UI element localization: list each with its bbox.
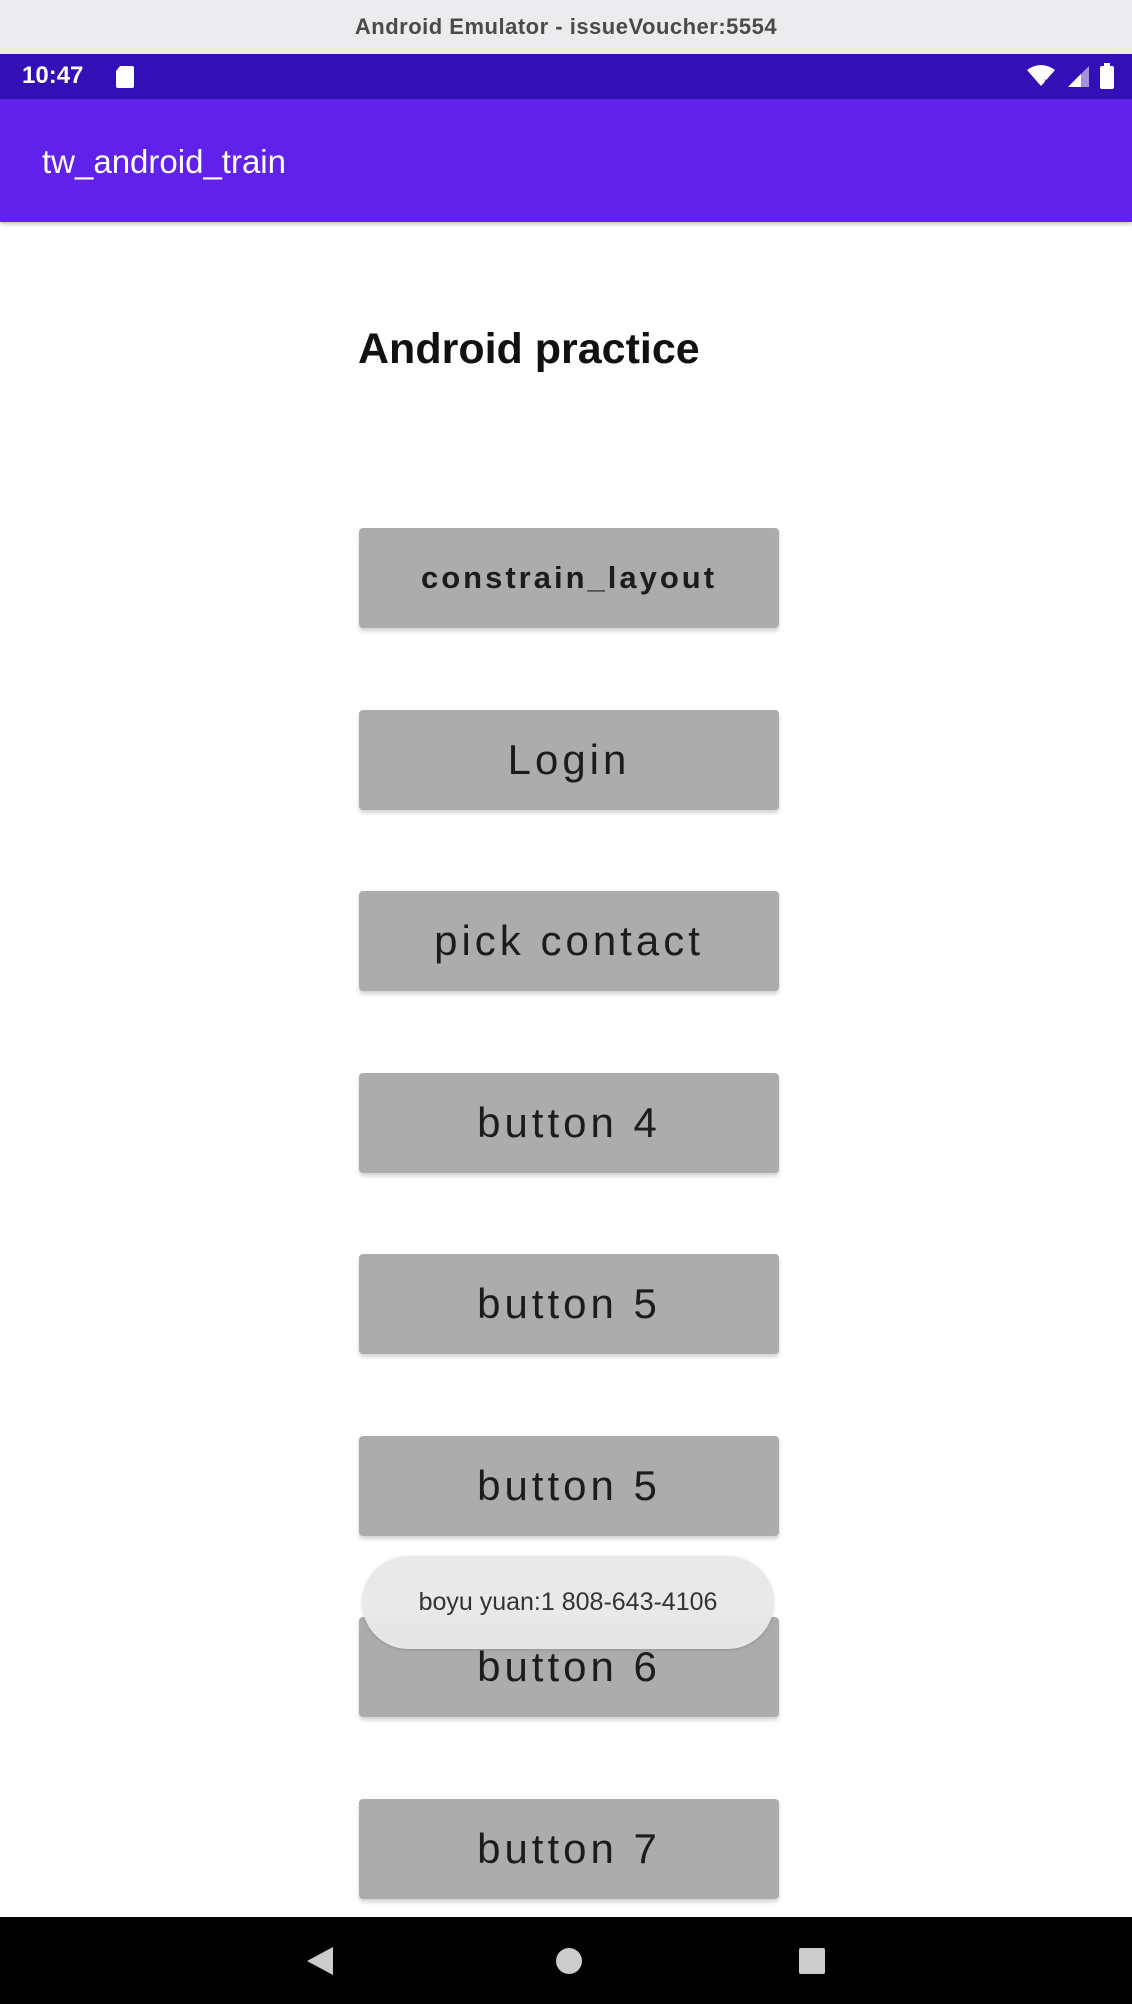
status-time: 10:47 (22, 62, 84, 89)
signal-icon (1066, 64, 1090, 93)
login-button[interactable]: Login (359, 710, 779, 810)
constrain-layout-button[interactable]: constrain_layout (359, 528, 779, 628)
button-4[interactable]: button 4 (359, 1073, 779, 1173)
button-5[interactable]: button 5 (359, 1254, 779, 1354)
back-icon[interactable] (305, 1917, 335, 2004)
status-bar: 10:47 x (0, 54, 1132, 99)
app-bar: tw_android_train (0, 99, 1132, 222)
window-titlebar: Android Emulator - issueVoucher:5554 (0, 0, 1132, 55)
pick-contact-button[interactable]: pick contact (359, 891, 779, 991)
home-icon[interactable] (555, 1917, 583, 2004)
recents-icon[interactable] (798, 1917, 826, 2004)
main-content: Android practice constrain_layout Login … (0, 222, 1132, 1917)
app-title: tw_android_train (42, 143, 286, 180)
svg-text:x: x (1044, 77, 1050, 88)
window-title: Android Emulator - issueVoucher:5554 (354, 14, 778, 39)
button-5-second[interactable]: button 5 (359, 1436, 779, 1536)
sd-card-icon (115, 65, 135, 94)
navigation-bar (0, 1917, 1132, 2004)
wifi-icon: x (1026, 64, 1056, 93)
page-heading: Android practice (358, 325, 700, 373)
button-7[interactable]: button 7 (359, 1799, 779, 1899)
status-icons: x (1026, 63, 1114, 94)
toast-message: boyu yuan:1 808-643-4106 (362, 1556, 774, 1649)
battery-icon (1100, 63, 1114, 94)
